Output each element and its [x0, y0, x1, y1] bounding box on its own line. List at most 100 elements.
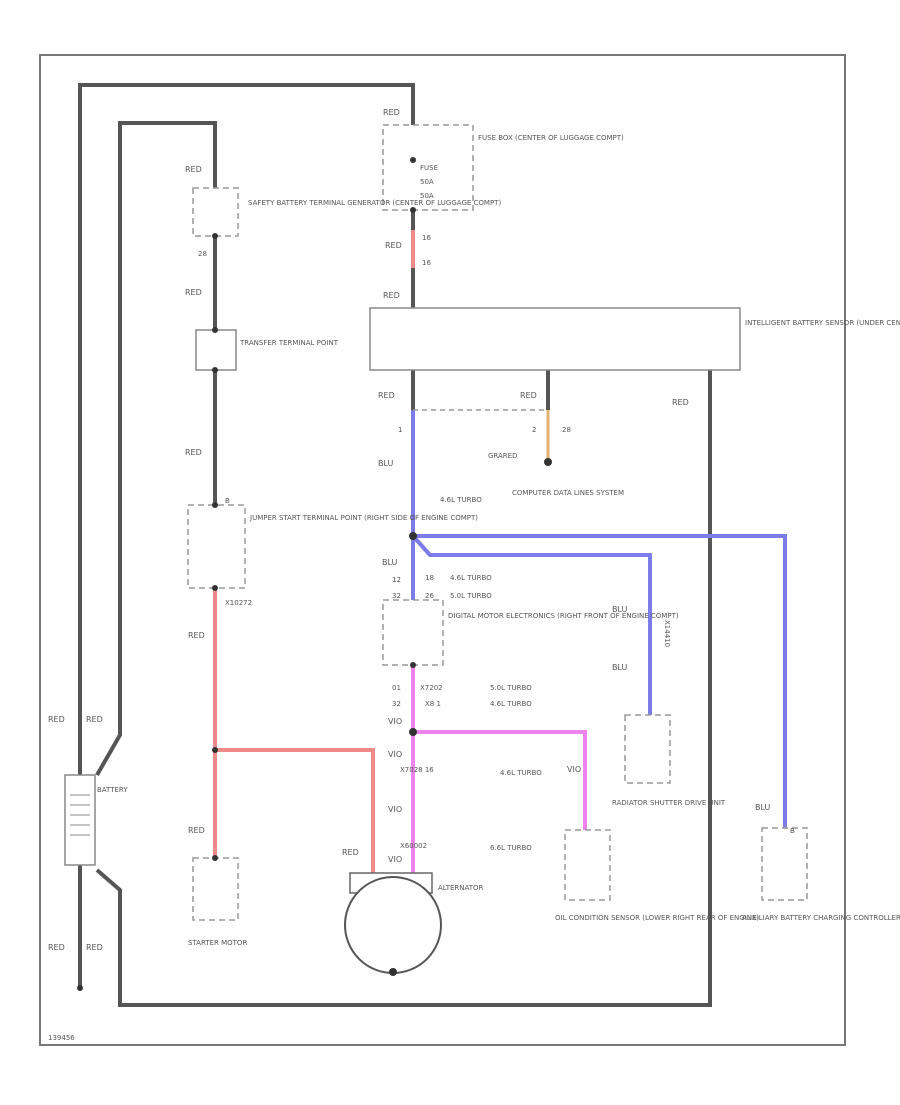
- code-vio-4: VIO: [388, 855, 402, 864]
- pin-dme-b: 32: [392, 592, 401, 600]
- transfer-terminal-outline: [195, 329, 237, 371]
- label-radiator-shutter: RADIATOR SHUTTER DRIVE UNIT: [612, 799, 726, 807]
- code-red-16: RED: [86, 943, 103, 952]
- conn-3: X7028 16: [400, 766, 434, 774]
- label-aux-battery: AUXILIARY BATTERY CHARGING CONTROLLER: [742, 914, 900, 922]
- code-red-2: RED: [385, 241, 402, 250]
- label-fuse: FUSE: [420, 164, 438, 172]
- starter-outline: [192, 857, 239, 921]
- conn-1: X7202: [420, 684, 443, 692]
- label-fuse-a: 50A: [420, 178, 434, 186]
- pin-aux: B: [790, 827, 795, 835]
- label-starter: STARTER MOTOR: [188, 939, 247, 947]
- pin-dme-a: 12: [392, 576, 401, 584]
- pin-fuse-16a: 16: [422, 234, 431, 242]
- code-vio-2: VIO: [388, 750, 402, 759]
- label-fuse-b: 50A: [420, 192, 434, 200]
- code-red-13: RED: [48, 715, 65, 724]
- pin-ibs-1: 1: [398, 426, 402, 434]
- label-battery: BATTERY: [97, 786, 128, 794]
- code-red-1: RED: [383, 108, 400, 117]
- code-red-10: RED: [378, 391, 395, 400]
- violet-wires: [411, 665, 587, 875]
- code-red-12: RED: [672, 398, 689, 407]
- pin-jumper-below: X10272: [225, 599, 252, 607]
- label-transfer-terminal: TRANSFER TERMINAL POINT: [239, 339, 339, 347]
- label-data-lines: COMPUTER DATA LINES SYSTEM: [512, 489, 624, 497]
- pin-fuse-16b: 16: [422, 259, 431, 267]
- code-vio-5: VIO: [567, 765, 581, 774]
- pin-ibs-2: 2: [532, 426, 536, 434]
- outer-frame: [39, 54, 846, 1046]
- component-labels: FUSE BOX (CENTER OF LUGGAGE COMPT) FUSE …: [97, 134, 900, 947]
- code-blu-5: BLU: [755, 803, 771, 812]
- ibs-box: [369, 307, 741, 371]
- code-vio-1: VIO: [388, 717, 402, 726]
- wire-vio-oil: [413, 730, 587, 830]
- label-alternator: ALTERNATOR: [438, 884, 484, 892]
- code-red-15: RED: [48, 943, 65, 952]
- code-red-11: RED: [520, 391, 537, 400]
- shutter-outline: [624, 714, 671, 784]
- blue-wires: [411, 410, 787, 828]
- conn-2: X8 1: [425, 700, 441, 708]
- code-red-8: RED: [188, 826, 205, 835]
- conn-4: X60002: [400, 842, 427, 850]
- aux-battery-outline: [761, 827, 808, 901]
- pin-alt-a: 01: [392, 684, 401, 692]
- code-blu-3: BLU: [612, 605, 628, 614]
- pin-dme-d: 26: [425, 592, 434, 600]
- wire-blu-shutter: [411, 534, 652, 715]
- wire-red-to-alternator: [215, 748, 375, 875]
- label-oil-sensor: OIL CONDITION SENSOR (LOWER RIGHT REAR O…: [555, 914, 759, 922]
- pin-labels: 16 16 28 B X10272 1 2 28 12 32 18 26 01 …: [198, 234, 795, 850]
- label-jumper-start: JUMPER START TERMINAL POINT (RIGHT SIDE …: [249, 514, 478, 522]
- label-fuse-box: FUSE BOX (CENTER OF LUGGAGE COMPT): [478, 134, 624, 142]
- code-vio-3: VIO: [388, 805, 402, 814]
- figure-code: 139456: [48, 1034, 75, 1042]
- pin-dme-c: 18: [425, 574, 434, 582]
- code-red-4: RED: [185, 165, 202, 174]
- red-wires: [213, 230, 415, 875]
- label-ibs: INTELLIGENT BATTERY SENSOR (UNDER CENTER…: [745, 319, 900, 327]
- note-turbo-7: 6.6L TURBO: [490, 844, 532, 852]
- jumper-start-outline: [187, 504, 246, 589]
- note-turbo-6: 4.6L TURBO: [500, 769, 542, 777]
- code-blu-4: BLU: [612, 663, 628, 672]
- wire-code-labels: RED RED RED RED RED RED RED RED RED RED …: [48, 108, 771, 952]
- dme-outline: [382, 599, 444, 666]
- code-blu-1: BLU: [378, 459, 394, 468]
- oil-sensor-outline: [564, 829, 611, 901]
- wire-ground-return: [95, 370, 712, 1007]
- pin-jumper: B: [225, 497, 230, 505]
- note-turbo-1: 4.6L TURBO: [440, 496, 482, 504]
- code-red-7: RED: [188, 631, 205, 640]
- note-labels: 4.6L TURBO 4.6L TURBO 5.0L TURBO 5.0L TU…: [48, 496, 542, 1042]
- wire-battery-to-safety-terminal: [95, 121, 217, 776]
- pin-sbt: 28: [198, 250, 207, 258]
- code-red-3: RED: [383, 291, 400, 300]
- label-ground: GRARED: [488, 452, 517, 460]
- code-blu-2: BLU: [382, 558, 398, 567]
- shutter-code: X14410: [663, 620, 671, 647]
- black-wires: [78, 83, 712, 1007]
- pin-ibs-code: 28: [562, 426, 571, 434]
- note-turbo-2: 4.6L TURBO: [450, 574, 492, 582]
- label-dme: DIGITAL MOTOR ELECTRONICS (RIGHT FRONT O…: [448, 612, 679, 620]
- note-turbo-3: 5.0L TURBO: [450, 592, 492, 600]
- fuse-box-outline: [382, 124, 474, 211]
- label-safety-terminal: SAFETY BATTERY TERMINAL GENERATOR (CENTE…: [248, 199, 501, 207]
- code-red-14: RED: [86, 715, 103, 724]
- code-red-5: RED: [185, 288, 202, 297]
- battery-symbol: [64, 774, 96, 991]
- wire-blu-aux: [413, 534, 787, 828]
- code-red-9: RED: [342, 848, 359, 857]
- pin-alt-b: 32: [392, 700, 401, 708]
- splice-dots: [212, 157, 552, 861]
- alternator-symbol: [344, 872, 442, 976]
- safety-terminal-outline: [192, 187, 239, 237]
- note-turbo-5: 4.6L TURBO: [490, 700, 532, 708]
- components: [187, 124, 808, 921]
